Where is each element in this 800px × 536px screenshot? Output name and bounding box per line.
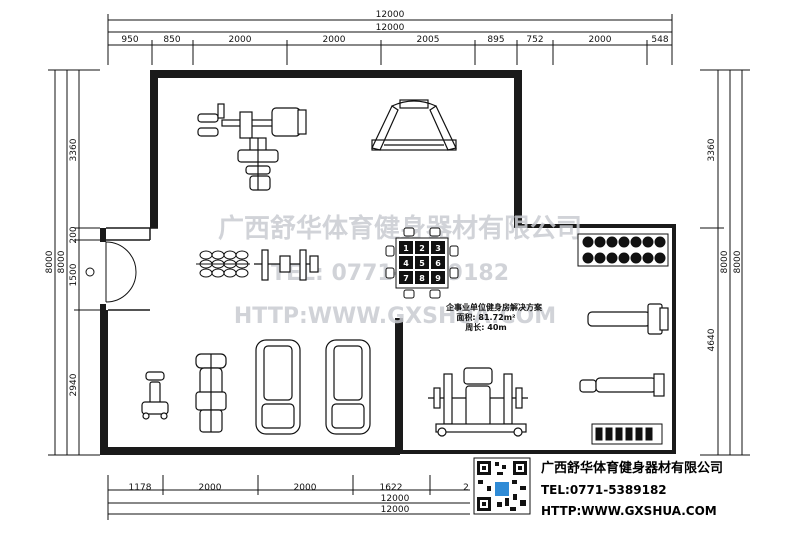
right-outer: 8000 <box>733 250 743 273</box>
top-seg-1: 950 <box>121 35 138 45</box>
top-seg-5: 2005 <box>417 35 440 45</box>
top-segment-labels: 950 850 2000 2000 2005 895 752 2000 548 <box>121 35 668 45</box>
left-dimensions <box>48 69 100 456</box>
top-seg-6: 895 <box>487 35 504 45</box>
plan-title: 企事业单位健身房解决方案 <box>445 302 543 312</box>
grid-num-7: 7 <box>403 274 409 283</box>
flat-bench <box>587 303 669 335</box>
left-seg-2: 200 <box>69 226 79 243</box>
right-seg-2: 4640 <box>707 328 717 351</box>
plan-perimeter: 周长: 40m <box>465 322 506 332</box>
plate-rack <box>591 423 663 445</box>
treadmill-1 <box>255 339 301 435</box>
top-seg-3: 2000 <box>229 35 252 45</box>
grid-num-8: 8 <box>419 274 425 283</box>
left-seg-4: 2940 <box>69 373 79 396</box>
top-seg-2: 850 <box>163 35 180 45</box>
left-inner: 8000 <box>57 250 67 273</box>
bottom-seg-3: 2000 <box>294 483 317 493</box>
footer-tel: TEL:0771-5389182 <box>541 483 667 497</box>
right-dimensions <box>700 69 750 456</box>
grid-num-2: 2 <box>419 244 425 253</box>
bottom-segment-labels: 1178 2000 2000 1622 2 <box>129 483 469 493</box>
barbell-rack <box>254 249 319 281</box>
dumbbell-set <box>196 250 250 278</box>
bottom-dimensions <box>107 475 470 520</box>
right-inner: 8000 <box>720 250 730 273</box>
top-seg-7: 752 <box>526 35 543 45</box>
bottom-seg-2: 2000 <box>199 483 222 493</box>
grid-num-3: 3 <box>435 244 441 253</box>
elliptical-trainer <box>195 353 227 433</box>
grid-num-4: 4 <box>403 259 409 268</box>
grid-num-6: 6 <box>435 259 441 268</box>
dumbbell-rack-right <box>577 233 669 267</box>
bottom-seg-5: 2 <box>463 483 469 493</box>
treadmill-2 <box>325 339 371 435</box>
thin-walls <box>106 227 158 311</box>
top-seg-8: 2000 <box>589 35 612 45</box>
footer-url: HTTP:WWW.GXSHUA.COM <box>541 504 717 518</box>
bench-press-station <box>428 367 528 437</box>
exercise-bike <box>141 371 169 420</box>
top-total-outer: 12000 <box>376 10 405 20</box>
plan-label: 企事业单位健身房解决方案 面积: 81.72m² 周长: 40m <box>445 302 543 332</box>
weight-plate-grid: 1 2 3 4 5 6 7 8 9 <box>385 227 459 299</box>
top-seg-4: 2000 <box>323 35 346 45</box>
qr-code <box>473 457 531 515</box>
grid-num-1: 1 <box>403 244 409 253</box>
left-outer: 8000 <box>45 250 55 273</box>
bottom-total-outer: 12000 <box>381 505 410 515</box>
top-dimensions <box>107 14 673 65</box>
top-total-inner: 12000 <box>376 23 405 33</box>
right-seg-1: 3360 <box>707 138 717 161</box>
bottom-seg-4: 1622 <box>380 483 403 493</box>
walls <box>100 70 676 455</box>
multi-station-machine <box>197 103 307 191</box>
leg-press-machine <box>371 99 457 151</box>
grid-num-5: 5 <box>419 259 425 268</box>
footer-company: 广西舒华体育健身器材有限公司 <box>541 460 723 476</box>
top-seg-9: 548 <box>651 35 668 45</box>
grid-num-9: 9 <box>435 274 441 283</box>
plan-area: 面积: 81.72m² <box>456 312 516 322</box>
incline-bench <box>579 373 665 397</box>
bottom-seg-1: 1178 <box>129 483 152 493</box>
entrance-door <box>85 241 137 303</box>
left-seg-3: 1500 <box>69 263 79 286</box>
left-seg-1: 3360 <box>69 138 79 161</box>
watermark-url: HTTP:WWW.GXSHUA.COM <box>234 304 556 329</box>
bottom-total-inner: 12000 <box>381 494 410 504</box>
